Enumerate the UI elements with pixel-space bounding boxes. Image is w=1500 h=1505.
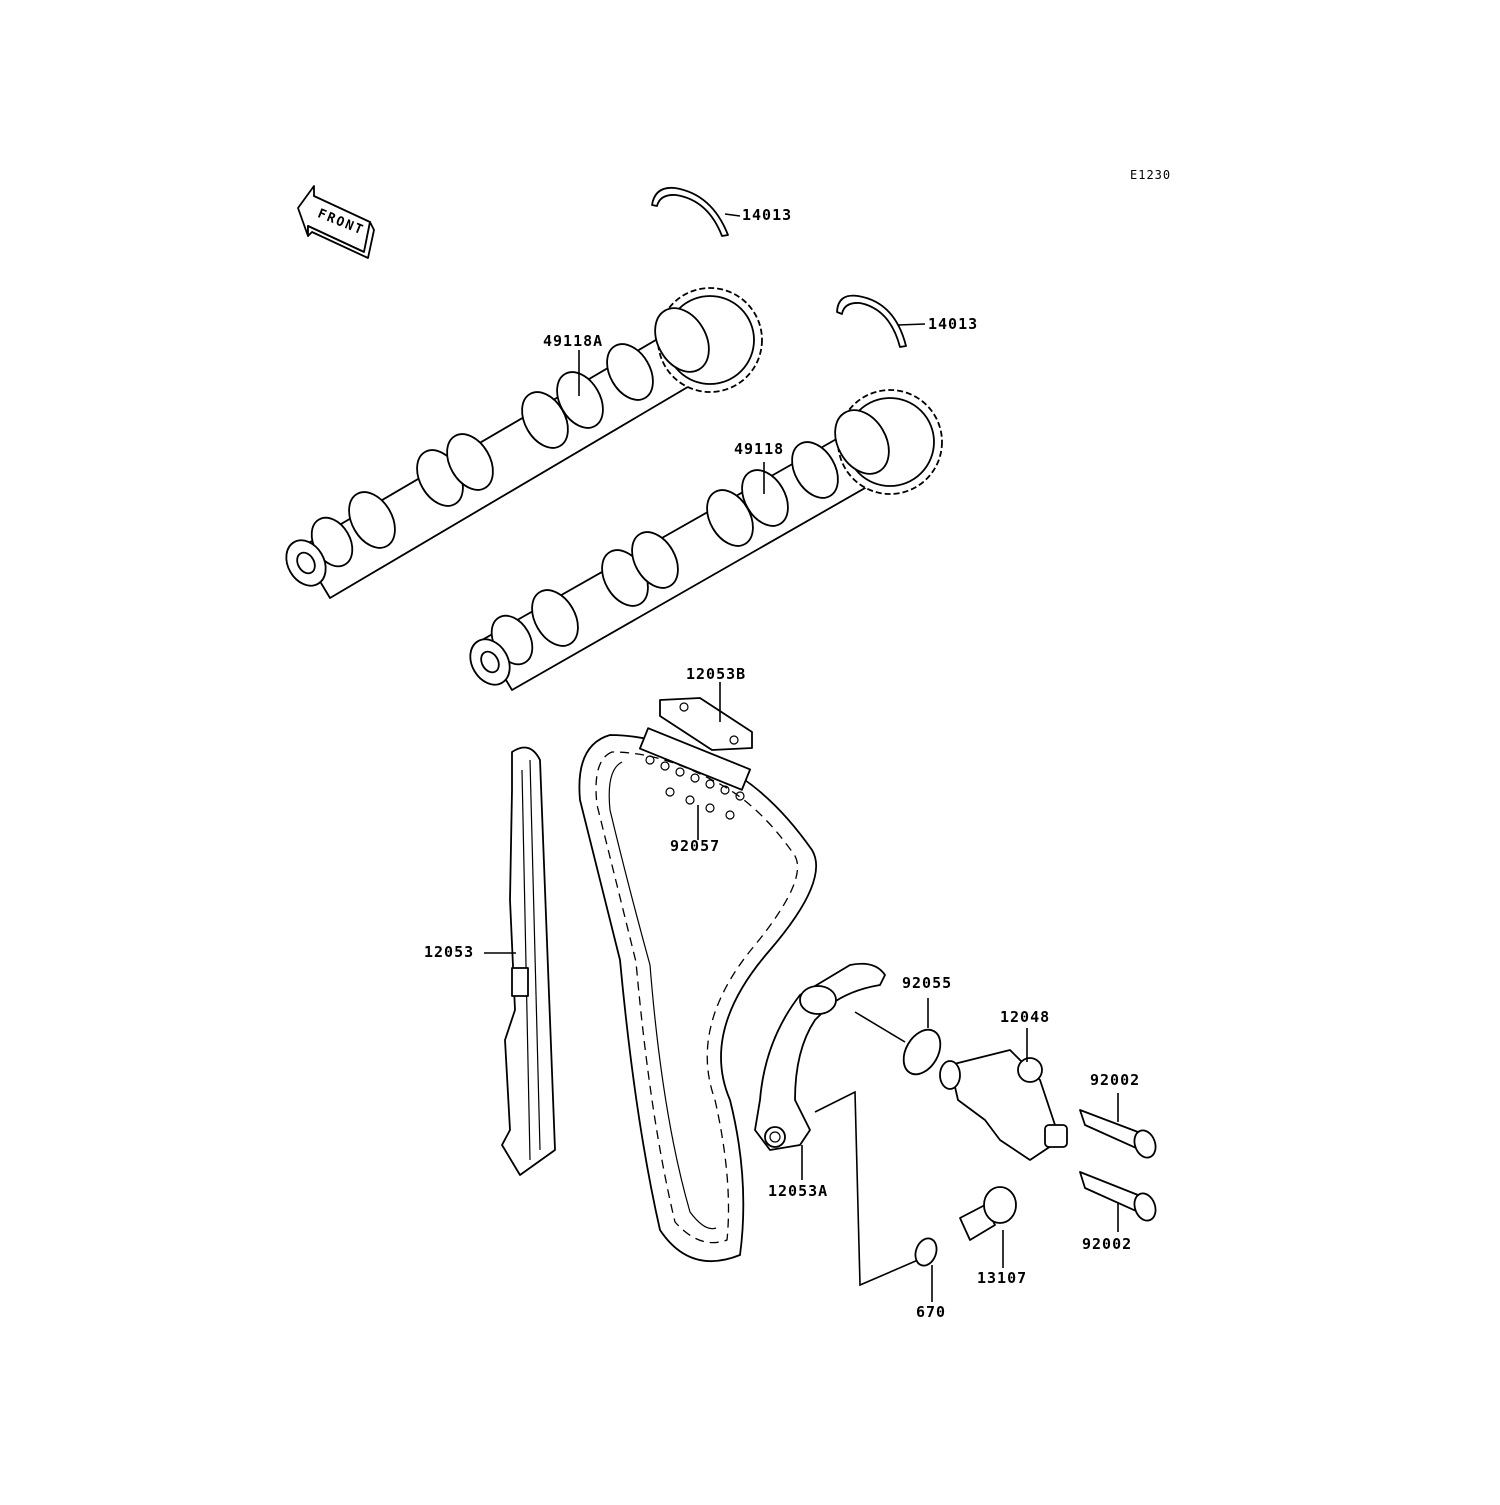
label-14013-top[interactable]: 14013 [742, 206, 793, 224]
label-49118[interactable]: 49118 [734, 440, 785, 458]
o-ring-670 [914, 1237, 938, 1267]
chain-tensioner-12048 [939, 1049, 1068, 1161]
chain-guide-12053 [501, 746, 556, 1176]
label-12053A[interactable]: 12053A [768, 1182, 829, 1200]
label-92055[interactable]: 92055 [902, 974, 953, 992]
o-ring-92055 [902, 1028, 942, 1076]
label-92057[interactable]: 92057 [670, 837, 721, 855]
bolt-92002-top [1079, 1109, 1157, 1159]
label-670[interactable]: 670 [916, 1303, 947, 1321]
label-49118A[interactable]: 49118A [543, 332, 604, 350]
camshaft-49118A [285, 287, 763, 599]
plug-13107 [959, 1186, 1017, 1241]
chain-links-detail [638, 727, 752, 820]
label-12048[interactable]: 12048 [1000, 1008, 1051, 1026]
bolt-92002-bottom [1079, 1171, 1157, 1222]
front-arrow-icon: FRONT [297, 185, 375, 259]
label-92002-top[interactable]: 92002 [1090, 1071, 1141, 1089]
half-ring-top [651, 186, 729, 237]
diagram-code: E1230 [1130, 168, 1172, 182]
tensioner-guide-12053A [754, 962, 886, 1151]
label-14013-right[interactable]: 14013 [928, 315, 979, 333]
chain-guide-top-12053B [659, 697, 753, 751]
label-12053[interactable]: 12053 [424, 943, 475, 961]
label-12053B[interactable]: 12053B [686, 665, 747, 683]
cam-chain-92057 [578, 727, 817, 1263]
label-92002-bottom[interactable]: 92002 [1082, 1235, 1133, 1253]
camshaft-49118 [469, 389, 943, 691]
label-13107[interactable]: 13107 [977, 1269, 1028, 1287]
half-ring-right [836, 294, 907, 348]
